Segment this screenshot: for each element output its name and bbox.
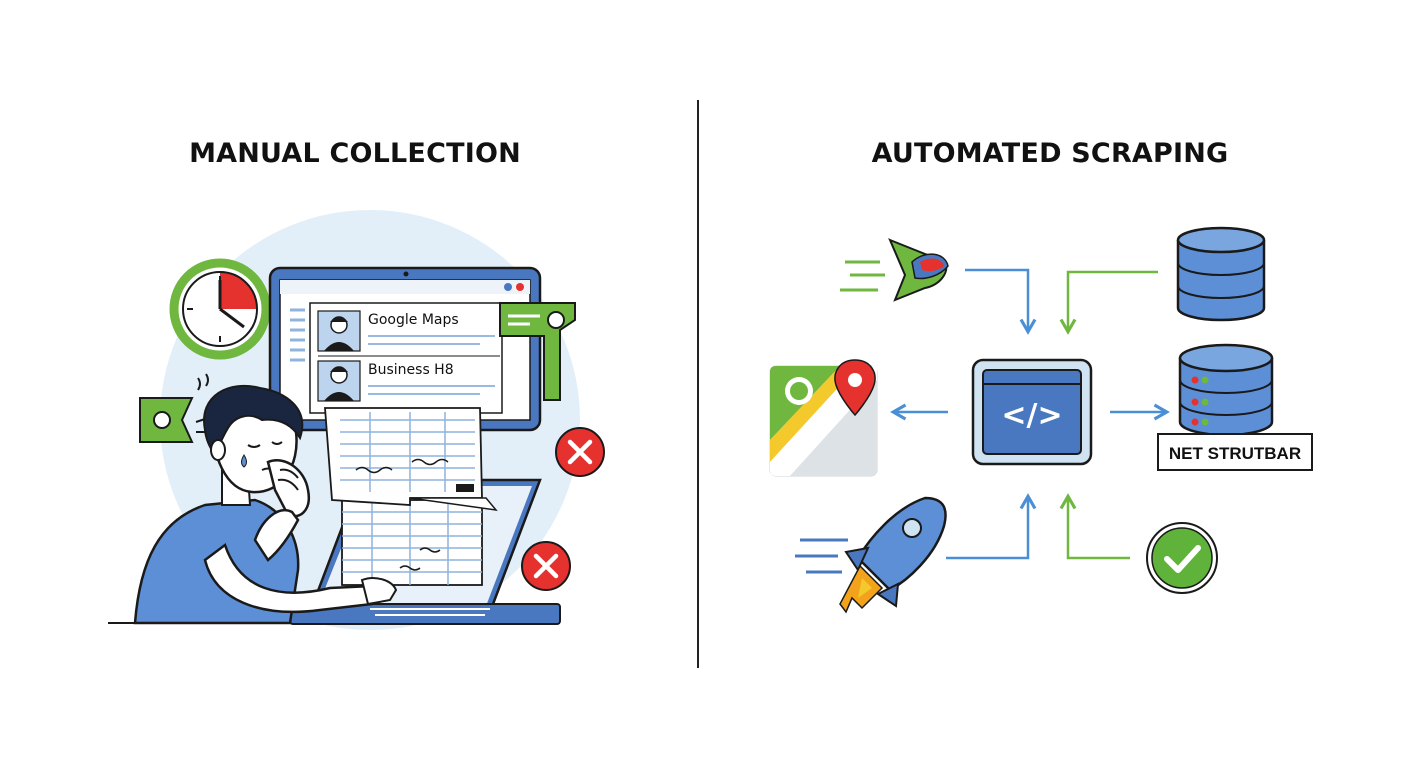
printed-sheet xyxy=(324,407,498,512)
manual-collection-heading: MANUAL COLLECTION xyxy=(189,138,521,169)
clock-icon xyxy=(169,258,271,360)
rocket-icon xyxy=(840,238,949,302)
server-icon xyxy=(1178,343,1274,437)
vertical-divider xyxy=(697,100,699,668)
tag-icon xyxy=(139,397,194,443)
monitor: Google Maps Business H8 xyxy=(268,266,542,432)
browser-dot-icon xyxy=(516,283,524,291)
browser-dot-icon xyxy=(504,283,512,291)
spreadsheet xyxy=(341,499,483,586)
code-icon: </> xyxy=(971,358,1093,466)
database-label: NET STRUTBAR xyxy=(1169,444,1301,463)
listing-title: Business H8 xyxy=(368,362,454,378)
rocket-icon xyxy=(795,496,947,614)
database-icon xyxy=(1176,226,1266,322)
close-icon xyxy=(521,541,571,591)
stressed-person xyxy=(133,384,398,625)
automated-scraping-heading: AUTOMATED SCRAPING xyxy=(871,138,1229,169)
flow-arrow xyxy=(946,493,1037,560)
check-icon xyxy=(1146,522,1218,594)
flow-arrow xyxy=(1059,270,1158,335)
status-lights xyxy=(1191,376,1209,426)
flow-arrow xyxy=(965,268,1037,335)
database-label-box: NET STRUTBAR xyxy=(1157,433,1313,471)
automated-scene: </> xyxy=(769,226,1313,614)
code-symbol: </> xyxy=(1001,398,1062,433)
manual-scene: Google Maps Business H8 xyxy=(108,210,605,630)
tag-icon xyxy=(499,302,576,401)
flow-arrow xyxy=(1059,493,1130,560)
close-icon xyxy=(555,427,605,477)
map-pin-icon xyxy=(769,359,878,477)
listing-title: Google Maps xyxy=(368,312,459,328)
